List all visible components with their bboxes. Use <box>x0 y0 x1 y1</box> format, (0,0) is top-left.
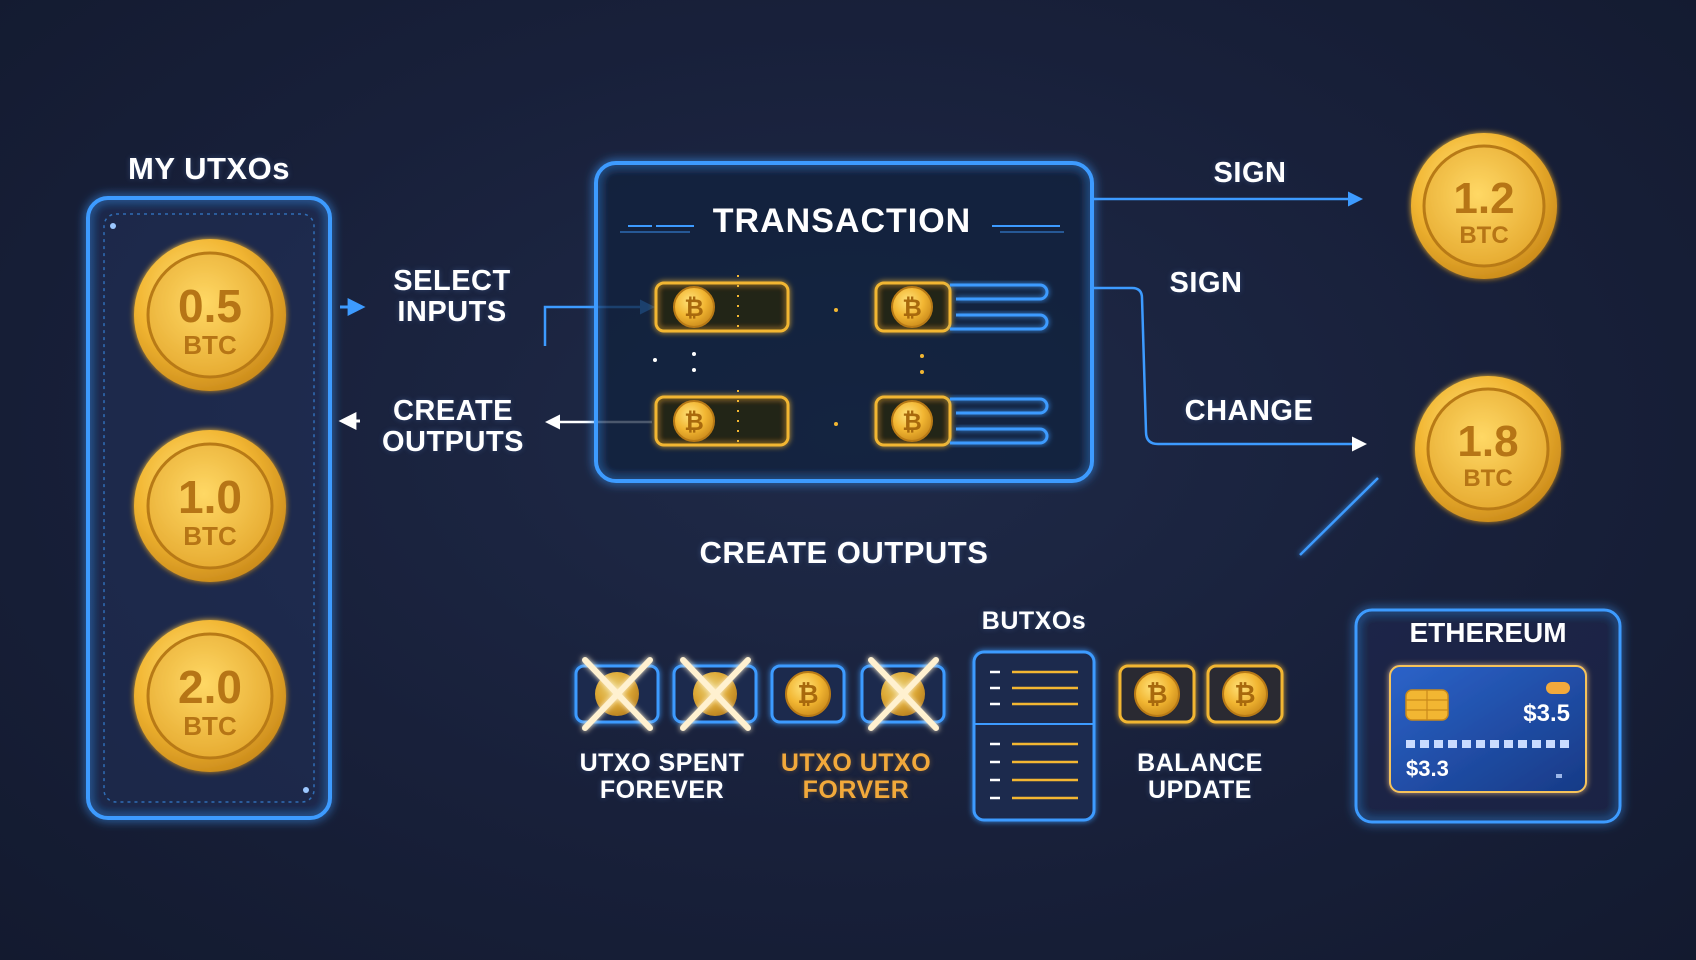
coin-amount: 2.0 <box>178 661 242 713</box>
balance-block-0: ₿ <box>1118 664 1196 724</box>
coin-unit: BTC <box>183 711 237 741</box>
transaction-box: TRANSACTION ₿ ₿ ₿ ₿ <box>594 161 1094 483</box>
cross-icon <box>868 657 939 731</box>
blockchain-block-label: BUTXOs <box>981 607 1087 635</box>
coin-unit: BTC <box>183 330 237 360</box>
utxo-panel: 0.5 BTC 1.0 BTC 2.0 BTC <box>86 196 332 820</box>
coin-amount: 1.8 <box>1457 417 1518 466</box>
tx-input-0: ₿ <box>654 275 790 333</box>
utxo-coin-2: 2.0 BTC <box>134 620 286 772</box>
card-bottom-amount: $3.3 <box>1406 756 1449 781</box>
blockchain-row: ₿ ₿ <box>552 650 1302 822</box>
tx-output-0: ₿ <box>874 281 1049 333</box>
utxo-spent-caption: UTXO SPENT FOREVER <box>579 749 745 804</box>
sign-mid-label: SIGN <box>1169 267 1243 299</box>
coin-unit: BTC <box>1459 222 1508 249</box>
select-inputs-label: SELECT INPUTS <box>393 265 511 329</box>
coin-amount: 1.0 <box>178 471 242 523</box>
utxo-forever-caption: UTXO UTXO FORVER <box>780 749 932 804</box>
coin-unit: BTC <box>1463 465 1512 492</box>
utxo-coin-0: 0.5 BTC <box>134 239 286 391</box>
credit-card-icon: $3.5 $3.3 <box>1389 665 1587 793</box>
sign-top-label: SIGN <box>1213 157 1287 189</box>
output-coin-1: 1.8 BTC <box>1415 376 1561 522</box>
bitcoin-icon: ₿ <box>684 295 704 322</box>
change-label: CHANGE <box>1184 395 1314 427</box>
create-outputs-bottom-arrow <box>371 477 1379 564</box>
cross-icon <box>680 657 751 731</box>
balance-update-caption: BALANCE UPDATE <box>1137 749 1263 804</box>
utxo-coin-1: 1.0 BTC <box>134 430 286 582</box>
ledger-document-icon <box>972 650 1096 822</box>
unspent-block: ₿ <box>770 664 846 724</box>
ethereum-panel: ETHEREUM $3.5 $3.3 <box>1354 608 1622 824</box>
spent-block-0 <box>574 657 660 731</box>
cross-icon <box>582 657 653 731</box>
create-outputs-bottom-label: CREATE OUTPUTS <box>699 535 989 570</box>
bitcoin-icon: ₿ <box>902 295 922 322</box>
ethereum-title: ETHEREUM <box>1409 617 1566 648</box>
transaction-title: TRANSACTION <box>713 202 971 240</box>
balance-block-1: ₿ <box>1206 664 1284 724</box>
tx-input-1: ₿ <box>654 390 790 447</box>
spent-block-2 <box>860 657 946 731</box>
bitcoin-icon: ₿ <box>1146 679 1167 709</box>
coin-amount: 1.2 <box>1453 174 1514 223</box>
output-coin-0: 1.2 BTC <box>1411 133 1557 279</box>
my-utxos-title: MY UTXOs <box>128 151 290 186</box>
change-arrow <box>1094 286 1367 452</box>
spent-block-1 <box>672 657 758 731</box>
bitcoin-icon: ₿ <box>902 409 922 436</box>
card-top-amount: $3.5 <box>1523 700 1570 727</box>
create-outputs-left-label: CREATE OUTPUTS <box>381 395 525 459</box>
bitcoin-icon: ₿ <box>684 409 704 436</box>
coin-unit: BTC <box>183 521 237 551</box>
bitcoin-icon: ₿ <box>1234 679 1255 709</box>
coin-amount: 0.5 <box>178 280 242 332</box>
tx-output-1: ₿ <box>874 395 1049 447</box>
sign-top-arrow <box>1094 191 1371 220</box>
bitcoin-icon: ₿ <box>797 679 818 709</box>
